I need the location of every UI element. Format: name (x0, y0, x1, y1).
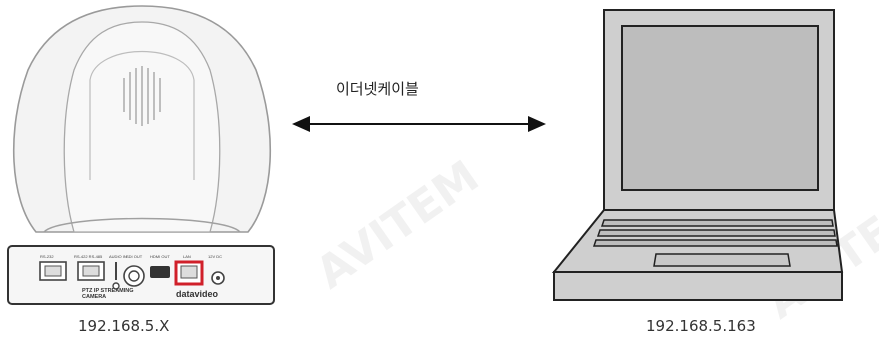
camera-ip-label: 192.168.5.X (78, 317, 170, 335)
panel-label: HDMI OUT (150, 254, 170, 259)
panel-label: RS-422 RS-485 (74, 254, 103, 259)
panel-label: RS-232 (40, 254, 54, 259)
watermark-text: AVITEM (307, 151, 488, 299)
camera-model-line1: PTZ IP STREAMING (82, 288, 134, 294)
cable-label: 이더넷케이블 (336, 80, 419, 98)
ptz-camera-icon: RS-232 RS-422 RS-485 AUDIO IN SDI OUT HD… (7, 5, 275, 305)
double-arrow-icon (292, 116, 546, 132)
panel-label: LAN (183, 254, 191, 259)
laptop-icon (552, 9, 844, 301)
brand-logo: datavideo (176, 289, 219, 299)
panel-label: SDI OUT (126, 254, 143, 259)
computer-ip-label: 192.168.5.163 (646, 317, 756, 335)
panel-label: AUDIO IN (109, 254, 127, 259)
panel-label: 12V DC (208, 254, 222, 259)
camera-model-line2: CAMERA (82, 294, 106, 300)
